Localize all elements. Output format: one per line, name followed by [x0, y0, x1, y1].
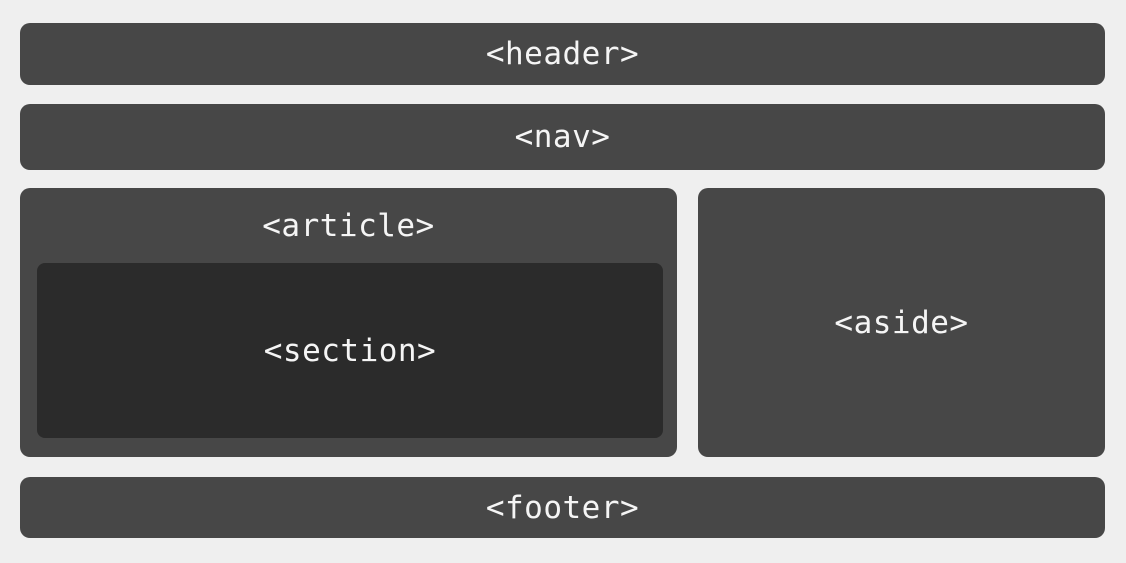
nav-box: <nav>: [20, 104, 1105, 170]
footer-label: <footer>: [485, 489, 640, 526]
footer-box: <footer>: [20, 477, 1105, 538]
article-label: <article>: [262, 207, 435, 244]
main-row: <article> <section> <aside>: [20, 188, 1105, 457]
section-box: <section>: [37, 263, 663, 438]
article-box: <article> <section>: [20, 188, 677, 457]
section-label: <section>: [263, 332, 437, 369]
nav-label: <nav>: [514, 119, 611, 155]
header-label: <header>: [485, 36, 640, 72]
header-box: <header>: [20, 23, 1105, 85]
article-label-band: <article>: [20, 188, 677, 263]
aside-box: <aside>: [698, 188, 1105, 457]
aside-label: <aside>: [834, 304, 969, 341]
